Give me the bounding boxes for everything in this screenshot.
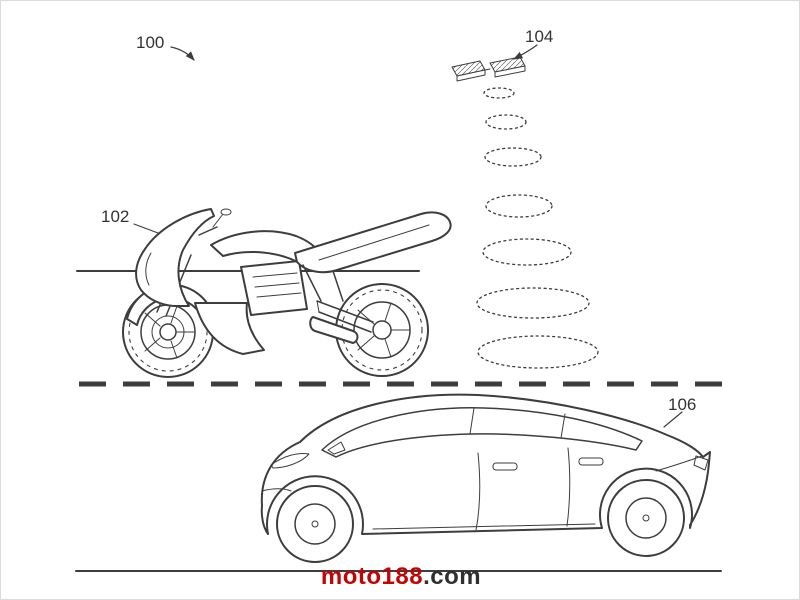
signal-wave-ellipses [476, 87, 599, 369]
car-front-wheel [276, 485, 354, 563]
leader-arrow-104 [512, 44, 538, 60]
ref-label-100: 100 [136, 33, 164, 52]
watermark-suffix: .com [423, 563, 481, 590]
watermark-brand: moto188 [321, 563, 423, 590]
car-body [260, 393, 711, 535]
ref-label-104: 104 [525, 27, 553, 46]
leader-line-106 [663, 411, 683, 428]
motorcycle-body [126, 208, 452, 355]
leader-line-102 [133, 223, 159, 234]
watermark: moto188.com [321, 563, 481, 590]
car-rear-wheel [607, 479, 685, 557]
ref-label-106: 106 [668, 395, 696, 414]
transmitter-module-drawing [451, 56, 526, 82]
leader-arrow-100 [170, 46, 195, 61]
car-drawing [260, 393, 711, 563]
ref-label-102: 102 [101, 207, 129, 226]
motorcycle-drawing [122, 208, 452, 378]
